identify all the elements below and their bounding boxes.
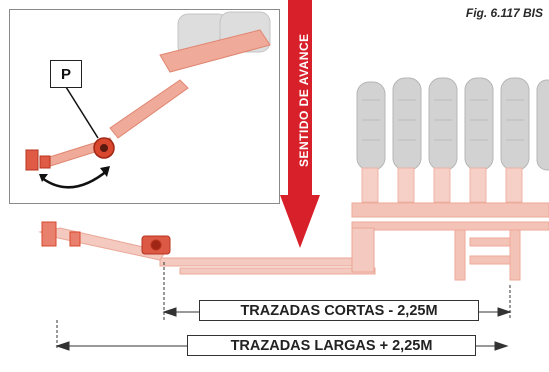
point-label-p: P [50, 60, 82, 88]
figure-label: Fig. 6.117 BIS [465, 6, 543, 20]
inset-hitch [25, 149, 51, 171]
direction-arrow [280, 0, 320, 248]
long-track-label: TRAZADAS LARGAS + 2,25M [187, 335, 476, 356]
dimension-lines [55, 262, 512, 351]
inset-frame [39, 29, 271, 169]
rotation-arrow-head [100, 166, 110, 177]
toolbar-frame [351, 202, 549, 281]
tires-group [356, 77, 549, 171]
tire-treads [362, 99, 524, 141]
detail-inset: P [9, 9, 280, 204]
rotation-arrow [41, 169, 109, 189]
inset-drawing [25, 11, 271, 189]
row-units [361, 167, 523, 203]
drawbar [38, 227, 376, 275]
p-leader-line [65, 86, 99, 139]
rotation-arrow-tail [39, 174, 48, 182]
pivot-point [93, 137, 115, 159]
hitch-pivot [141, 235, 171, 255]
direction-label: SENTIDO DE AVANCE [297, 33, 311, 167]
short-track-label: TRAZADAS CORTAS - 2,25M [199, 300, 479, 321]
hitch-end [41, 221, 81, 247]
